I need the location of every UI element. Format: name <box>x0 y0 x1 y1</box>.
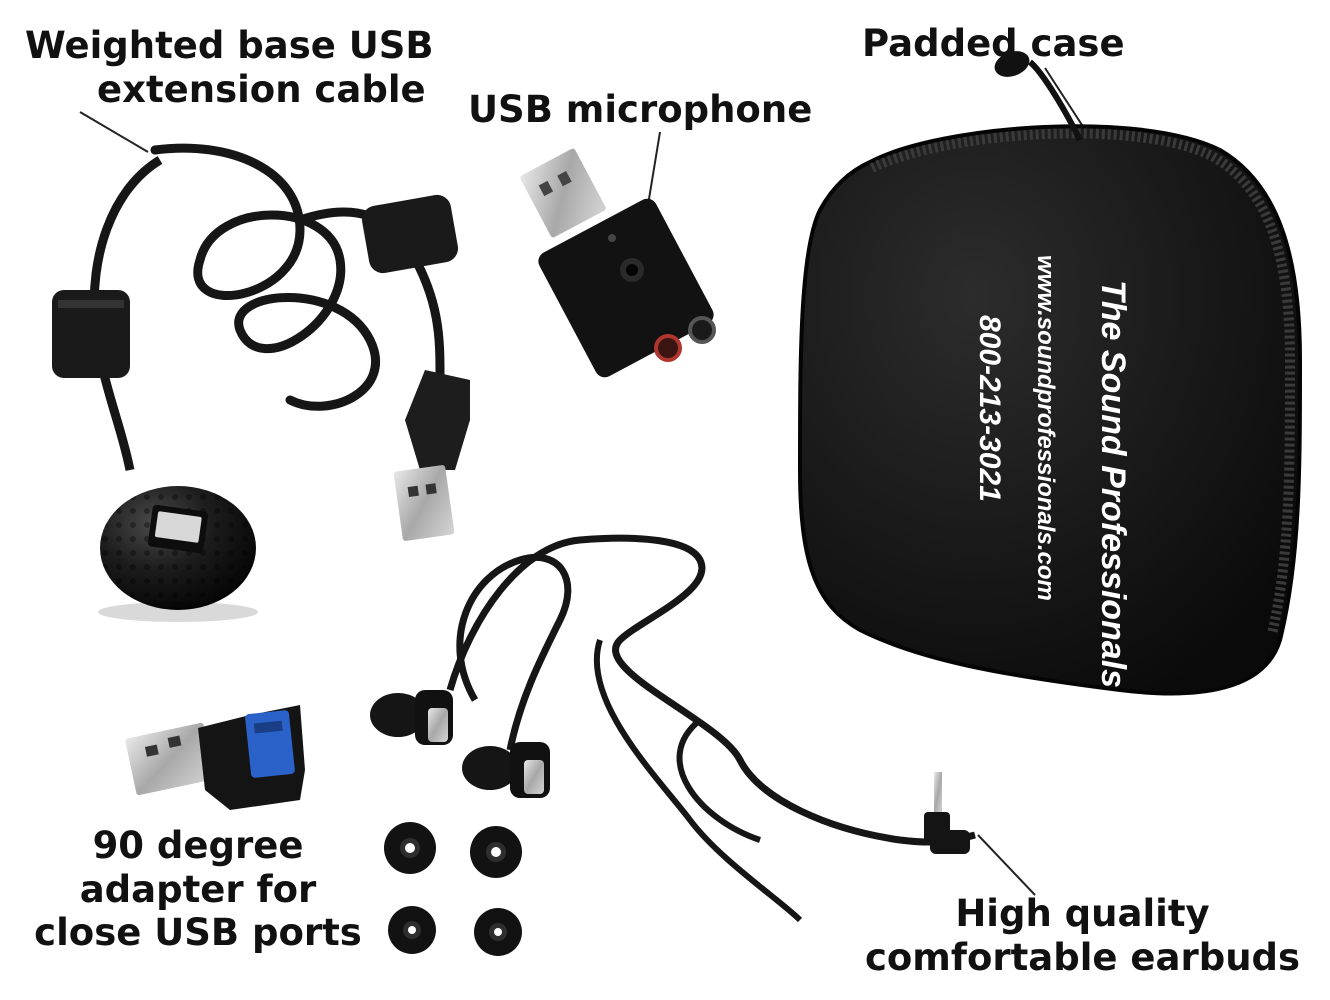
case-brand-text: The Sound Professionals <box>1094 280 1132 688</box>
extension-cable-label-line2: extension cable <box>97 67 426 111</box>
earbuds-label-line1: High quality <box>955 892 1210 935</box>
microphone-label: USB microphone <box>468 88 812 132</box>
earbuds-label: High quality comfortable earbuds <box>860 892 1305 979</box>
case-label-text: Padded case <box>862 22 1125 65</box>
case-label: Padded case <box>862 22 1125 66</box>
microphone-label-text: USB microphone <box>468 88 813 131</box>
usb-extension-cable <box>52 143 470 622</box>
extension-cable-label-line1: Weighted base USB <box>25 24 434 67</box>
earbuds-label-line2: comfortable earbuds <box>864 935 1301 979</box>
extension-cable-label: Weighted base USB extension cable <box>25 24 434 111</box>
adapter-label-line3: close USB ports <box>34 911 362 955</box>
case-phone-text: 800-213-3021 <box>973 315 1006 502</box>
earbuds <box>370 534 976 923</box>
case-website-text: www.soundprofessionals.com <box>1032 255 1059 601</box>
adapter-label-line1: 90 degree <box>92 824 304 867</box>
usb-microphone-device <box>520 148 716 378</box>
adapter-label: 90 degree adapter for close USB ports <box>28 824 368 955</box>
usb-right-angle-adapter <box>125 705 305 810</box>
spare-ear-tips <box>384 822 522 956</box>
padded-case: The Sound Professionals www.soundprofess… <box>797 51 1303 696</box>
adapter-label-line2: adapter for <box>79 867 317 911</box>
